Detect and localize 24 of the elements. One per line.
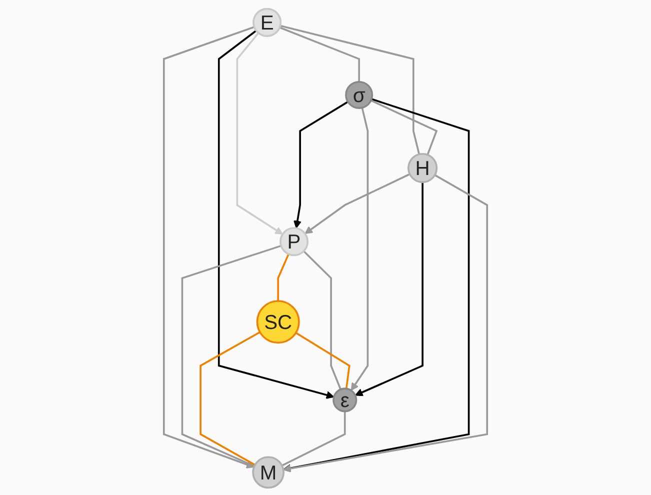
- arrow: [218, 30, 334, 399]
- node-circle: [332, 388, 358, 412]
- connector: [370, 100, 438, 156]
- connector: [303, 250, 342, 390]
- node-circle: [256, 300, 300, 344]
- node-circle: [407, 152, 438, 184]
- arrow: [293, 101, 348, 229]
- node-circle: [252, 8, 282, 37]
- node-circle: [345, 80, 374, 109]
- connector: [280, 24, 420, 154]
- node-circle: [280, 227, 309, 256]
- arrow: [354, 182, 424, 396]
- connector: [181, 244, 282, 468]
- arrow: [283, 174, 488, 472]
- arrow: [162, 26, 255, 468]
- node-circle: [252, 456, 284, 489]
- arrow: [236, 32, 283, 235]
- connector: [277, 254, 290, 301]
- arrow: [350, 107, 369, 391]
- connector: [282, 411, 346, 466]
- connector: [295, 332, 350, 389]
- connector: [279, 26, 360, 82]
- arrow: [304, 173, 410, 234]
- connector: [200, 331, 260, 466]
